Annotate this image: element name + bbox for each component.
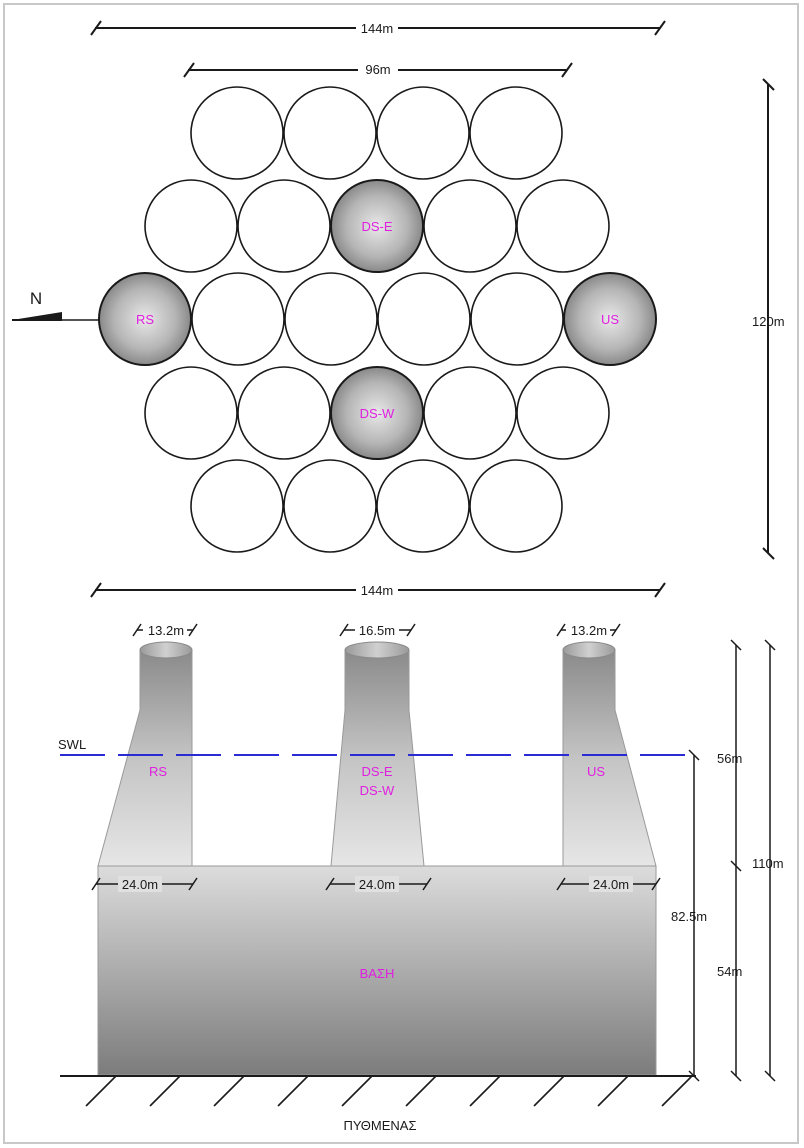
elev-label-ds-w: DS-W [360,783,395,798]
dim-top-us-label: 13.2m [571,623,607,638]
dim-height-56-54: 56m 54m [717,639,742,1082]
column-circle [377,272,471,366]
column-circle [423,366,517,460]
plan-dim-bottom-width: 144m [90,582,666,598]
seabed: ΠΥΘΜΕΝΑΣ [60,1075,696,1133]
column-circle [469,459,563,553]
plan-dim-bottom-width-label: 144m [361,583,394,598]
column-circle [190,459,284,553]
plan-dim-inner-width-label: 96m [365,62,390,77]
plan-dim-height-label: 120m [752,314,785,329]
dim-bottom-ds: 24.0m [325,876,432,892]
dim-top-ds: 16.5m [339,622,416,638]
dim-bottom-us-label: 24.0m [593,877,629,892]
seabed-label: ΠΥΘΜΕΝΑΣ [343,1118,416,1133]
dim-height-110: 110m [752,639,784,1082]
column-circle [190,86,284,180]
elevation-view: 13.2m 16.5m 13.2m SWL RS DS-E DS-W US ΒΑ… [58,622,784,1133]
elev-label-us: US [587,764,605,779]
dim-height-110-label: 110m [752,856,784,871]
plan-label-ds-e: DS-E [361,219,392,234]
column-circle [191,272,285,366]
column-circle-ds-w [330,366,424,460]
plan-label-rs: RS [136,312,154,327]
dim-height-82-5: 82.5m [671,749,707,1082]
drawing-frame [3,3,799,1144]
elev-label-ds-e: DS-E [361,764,392,779]
dim-bottom-rs: 24.0m [91,876,198,892]
plan-label-ds-w: DS-W [360,406,395,421]
plan-dim-top-width-label: 144m [361,21,394,36]
plan-dim-top-width: 144m [90,20,666,36]
column-circle [470,272,564,366]
column-circle-ds-e [330,179,424,273]
north-arrow: N [12,289,100,321]
dim-bottom-ds-label: 24.0m [359,877,395,892]
column-circle-us [563,272,657,366]
swl-line: SWL [58,737,694,756]
column-circle [144,366,238,460]
column-circle [237,179,331,273]
elev-label-base: ΒΑΣΗ [360,966,395,981]
column-circle [469,86,563,180]
dim-top-rs-label: 13.2m [148,623,184,638]
column-circle [516,179,610,273]
column-ds [330,641,425,867]
base-block [97,865,657,1076]
column-circle [237,366,331,460]
column-circle [283,86,377,180]
column-rs [97,641,193,867]
column-circle [376,459,470,553]
column-circle [516,366,610,460]
north-label: N [30,289,42,308]
column-circle [284,272,378,366]
plan-label-us: US [601,312,619,327]
dim-top-rs: 13.2m [132,622,198,638]
dim-top-ds-label: 16.5m [359,623,395,638]
column-circle [423,179,517,273]
dim-bottom-rs-label: 24.0m [122,877,158,892]
dim-top-us: 13.2m [556,622,621,638]
plan-dim-inner-width: 96m [183,61,573,78]
dim-height-54-label: 54m [717,964,742,979]
swl-label: SWL [58,737,86,752]
column-circle-rs [98,272,192,366]
plan-view: 144m 96m 120m N [12,20,785,598]
column-circle [376,86,470,180]
dim-height-56-label: 56m [717,751,742,766]
column-circle [283,459,377,553]
dim-bottom-us: 24.0m [556,876,661,892]
plan-dim-height: 120m [752,78,785,560]
dim-height-82-5-label: 82.5m [671,909,707,924]
elev-label-rs: RS [149,764,167,779]
column-us [562,641,657,867]
column-circle [144,179,238,273]
